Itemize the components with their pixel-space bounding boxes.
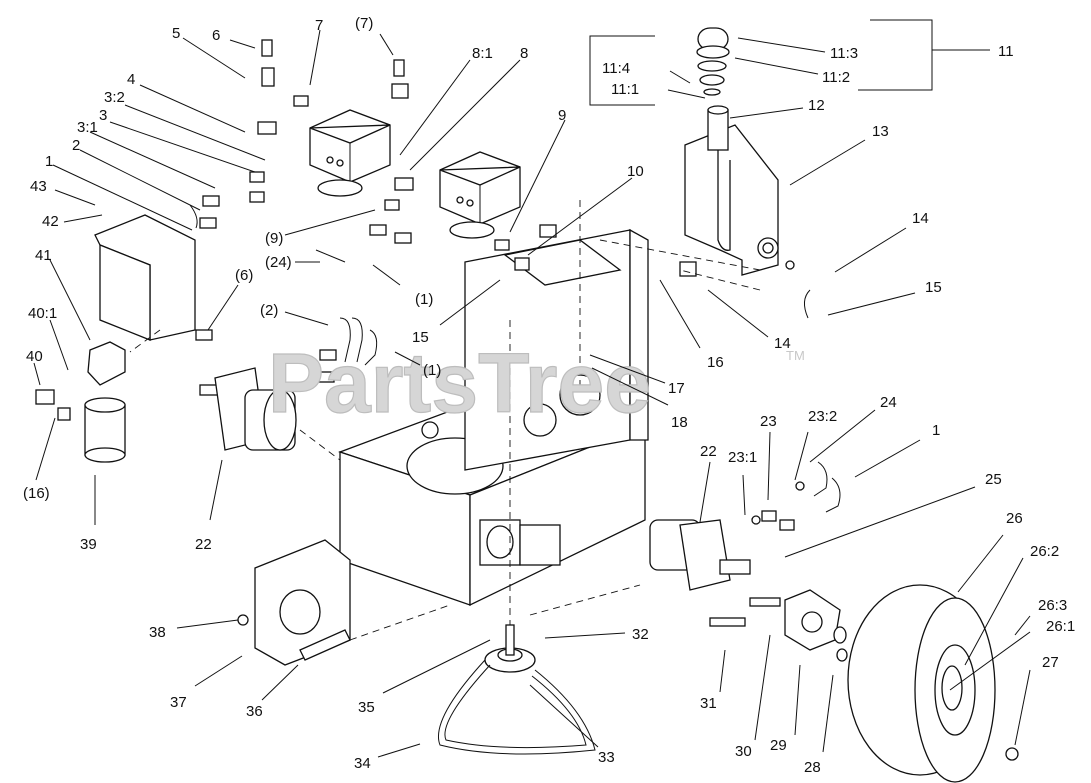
callout-13: 13 xyxy=(872,123,889,140)
callout-26-3: 26:3 xyxy=(1038,597,1067,614)
callout-1-right: 1 xyxy=(932,422,940,439)
callout-1-paren-a: (1) xyxy=(415,291,433,308)
callout-3-1: 3:1 xyxy=(77,119,98,136)
callout-11-4: 11:4 xyxy=(602,60,630,77)
callout-8: 8 xyxy=(520,45,528,62)
callout-16-paren: (16) xyxy=(23,485,50,502)
callout-22-left: 22 xyxy=(195,536,212,553)
callout-29: 29 xyxy=(770,737,787,754)
callout-38: 38 xyxy=(149,624,166,641)
callout-40-1: 40:1 xyxy=(28,305,57,322)
callout-14-upper: 14 xyxy=(912,210,929,227)
callout-36: 36 xyxy=(246,703,263,720)
callout-5: 5 xyxy=(172,25,180,42)
wheel-motor-left xyxy=(199,367,297,451)
callout-1-left: 1 xyxy=(45,153,53,170)
callout-3-2: 3:2 xyxy=(104,89,125,106)
callout-26-1: 26:1 xyxy=(1046,618,1075,635)
callout-leaders xyxy=(33,19,1031,758)
callout-1-paren-b: (1) xyxy=(423,362,441,379)
control-valve-upper-right xyxy=(439,151,521,239)
callout-11-1: 11:1 xyxy=(611,81,639,98)
callout-7-paren: (7) xyxy=(355,15,373,32)
callout-7: 7 xyxy=(315,17,323,34)
callout-24-paren: (24) xyxy=(265,254,292,271)
pulley-belt xyxy=(438,624,596,755)
callout-14-lower: 14 xyxy=(774,335,791,352)
callout-23: 23 xyxy=(760,413,777,430)
callout-15-center: 15 xyxy=(412,329,429,346)
callout-26: 26 xyxy=(1006,510,1023,527)
callout-17: 17 xyxy=(668,380,685,397)
callout-33: 33 xyxy=(598,749,615,766)
assembly-lines xyxy=(129,200,761,641)
callout-22-right: 22 xyxy=(700,443,717,460)
callout-9-paren: (9) xyxy=(265,230,283,247)
callout-11-2: 11:2 xyxy=(822,69,850,86)
callout-16: 16 xyxy=(707,354,724,371)
callout-39: 39 xyxy=(80,536,97,553)
callout-15-right: 15 xyxy=(925,279,942,296)
callout-30: 30 xyxy=(735,743,752,760)
callout-23-1: 23:1 xyxy=(728,449,757,466)
callout-32: 32 xyxy=(632,626,649,643)
callout-40: 40 xyxy=(26,348,43,365)
callout-3: 3 xyxy=(99,107,107,124)
main-frame xyxy=(338,228,649,607)
callout-18: 18 xyxy=(671,414,688,431)
callout-11: 11 xyxy=(998,43,1014,60)
callout-12: 12 xyxy=(808,97,825,114)
hydraulic-hoses xyxy=(189,204,841,513)
callout-23-2: 23:2 xyxy=(808,408,837,425)
watermark: PartsTree xyxy=(268,336,651,430)
filter-assembly xyxy=(35,214,196,463)
callout-41: 41 xyxy=(35,247,52,264)
callout-35: 35 xyxy=(358,699,375,716)
callout-labels: 5 6 7 (7) 8:1 8 4 3:2 3 3:1 2 1 43 42 41… xyxy=(23,15,1075,776)
watermark-trademark: TM xyxy=(786,348,805,363)
callout-26-2: 26:2 xyxy=(1030,543,1059,560)
callout-2: 2 xyxy=(72,137,80,154)
callout-6: 6 xyxy=(212,27,220,44)
callout-37: 37 xyxy=(170,694,187,711)
control-valve-upper-left xyxy=(309,109,391,197)
callout-25: 25 xyxy=(985,471,1002,488)
callout-8-1: 8:1 xyxy=(472,45,493,62)
callout-24: 24 xyxy=(880,394,897,411)
callout-42: 42 xyxy=(42,213,59,230)
callout-2-paren: (2) xyxy=(260,302,278,319)
callout-43: 43 xyxy=(30,178,47,195)
callout-27: 27 xyxy=(1042,654,1059,671)
wheel-motor-right xyxy=(649,519,848,662)
hydraulic-reservoir xyxy=(684,27,779,276)
callout-4: 4 xyxy=(127,71,135,88)
callout-34: 34 xyxy=(354,755,371,772)
mounting-plate xyxy=(237,539,351,666)
callout-10: 10 xyxy=(627,163,644,180)
callout-28: 28 xyxy=(804,759,821,776)
callout-6-paren: (6) xyxy=(235,267,253,284)
callout-11-3: 11:3 xyxy=(830,45,858,62)
callout-31: 31 xyxy=(700,695,717,712)
callout-9: 9 xyxy=(558,107,566,124)
